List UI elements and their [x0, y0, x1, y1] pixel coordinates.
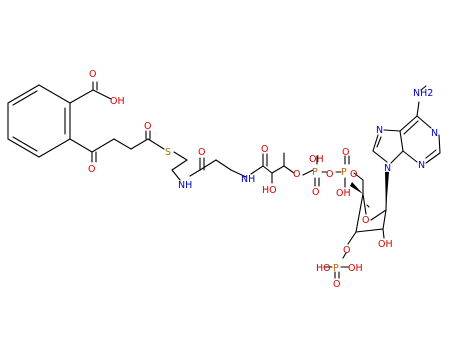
side-ho-label: HO [262, 185, 277, 196]
p3-oh-label: OH [348, 263, 363, 274]
p2-label: P [341, 167, 347, 178]
atom-labels: O OH O O S NH O NH O HO O P OH O O P O O… [88, 69, 438, 290]
p3-ho-label: HO [316, 263, 331, 274]
purine-n9-label: N [384, 163, 391, 174]
p3-label: P [333, 263, 339, 274]
p3-o-label: O [333, 279, 340, 290]
amide2-nh-label: NH [241, 174, 255, 185]
bridge-o-label: O [326, 169, 333, 180]
p2-oh-label: OH [336, 188, 351, 199]
ribose-ring-o-label: O [362, 215, 369, 226]
bonds [7, 81, 441, 279]
amide1-nh-label: NH [178, 180, 192, 191]
p1-o-label: O [312, 187, 319, 198]
ester-o2-label: O [350, 169, 357, 180]
ketone2-o-label: O [144, 121, 151, 132]
ribose-oh-label: OH [378, 239, 393, 250]
ketone1-o-label: O [88, 164, 95, 175]
p2-o-label: O [342, 147, 349, 158]
cooh-oh-label: OH [110, 96, 125, 107]
cooh-o-label: O [89, 69, 96, 80]
purine-n1-label: N [431, 128, 438, 139]
purine-n7-label: N [376, 125, 383, 136]
ester-o1-label: O [293, 169, 300, 180]
ribose-o3-label: O [343, 245, 350, 256]
p1-label: P [312, 167, 318, 178]
thioester-s-label: S [165, 147, 171, 158]
stereo-wedges [350, 172, 389, 210]
amide1-o-label: O [198, 147, 205, 158]
p1-oh-label: OH [309, 154, 324, 165]
purine-n3-label: N [418, 160, 425, 171]
amide2-o-label: O [261, 144, 268, 155]
amine-nh2-label: NH2 [413, 88, 433, 99]
